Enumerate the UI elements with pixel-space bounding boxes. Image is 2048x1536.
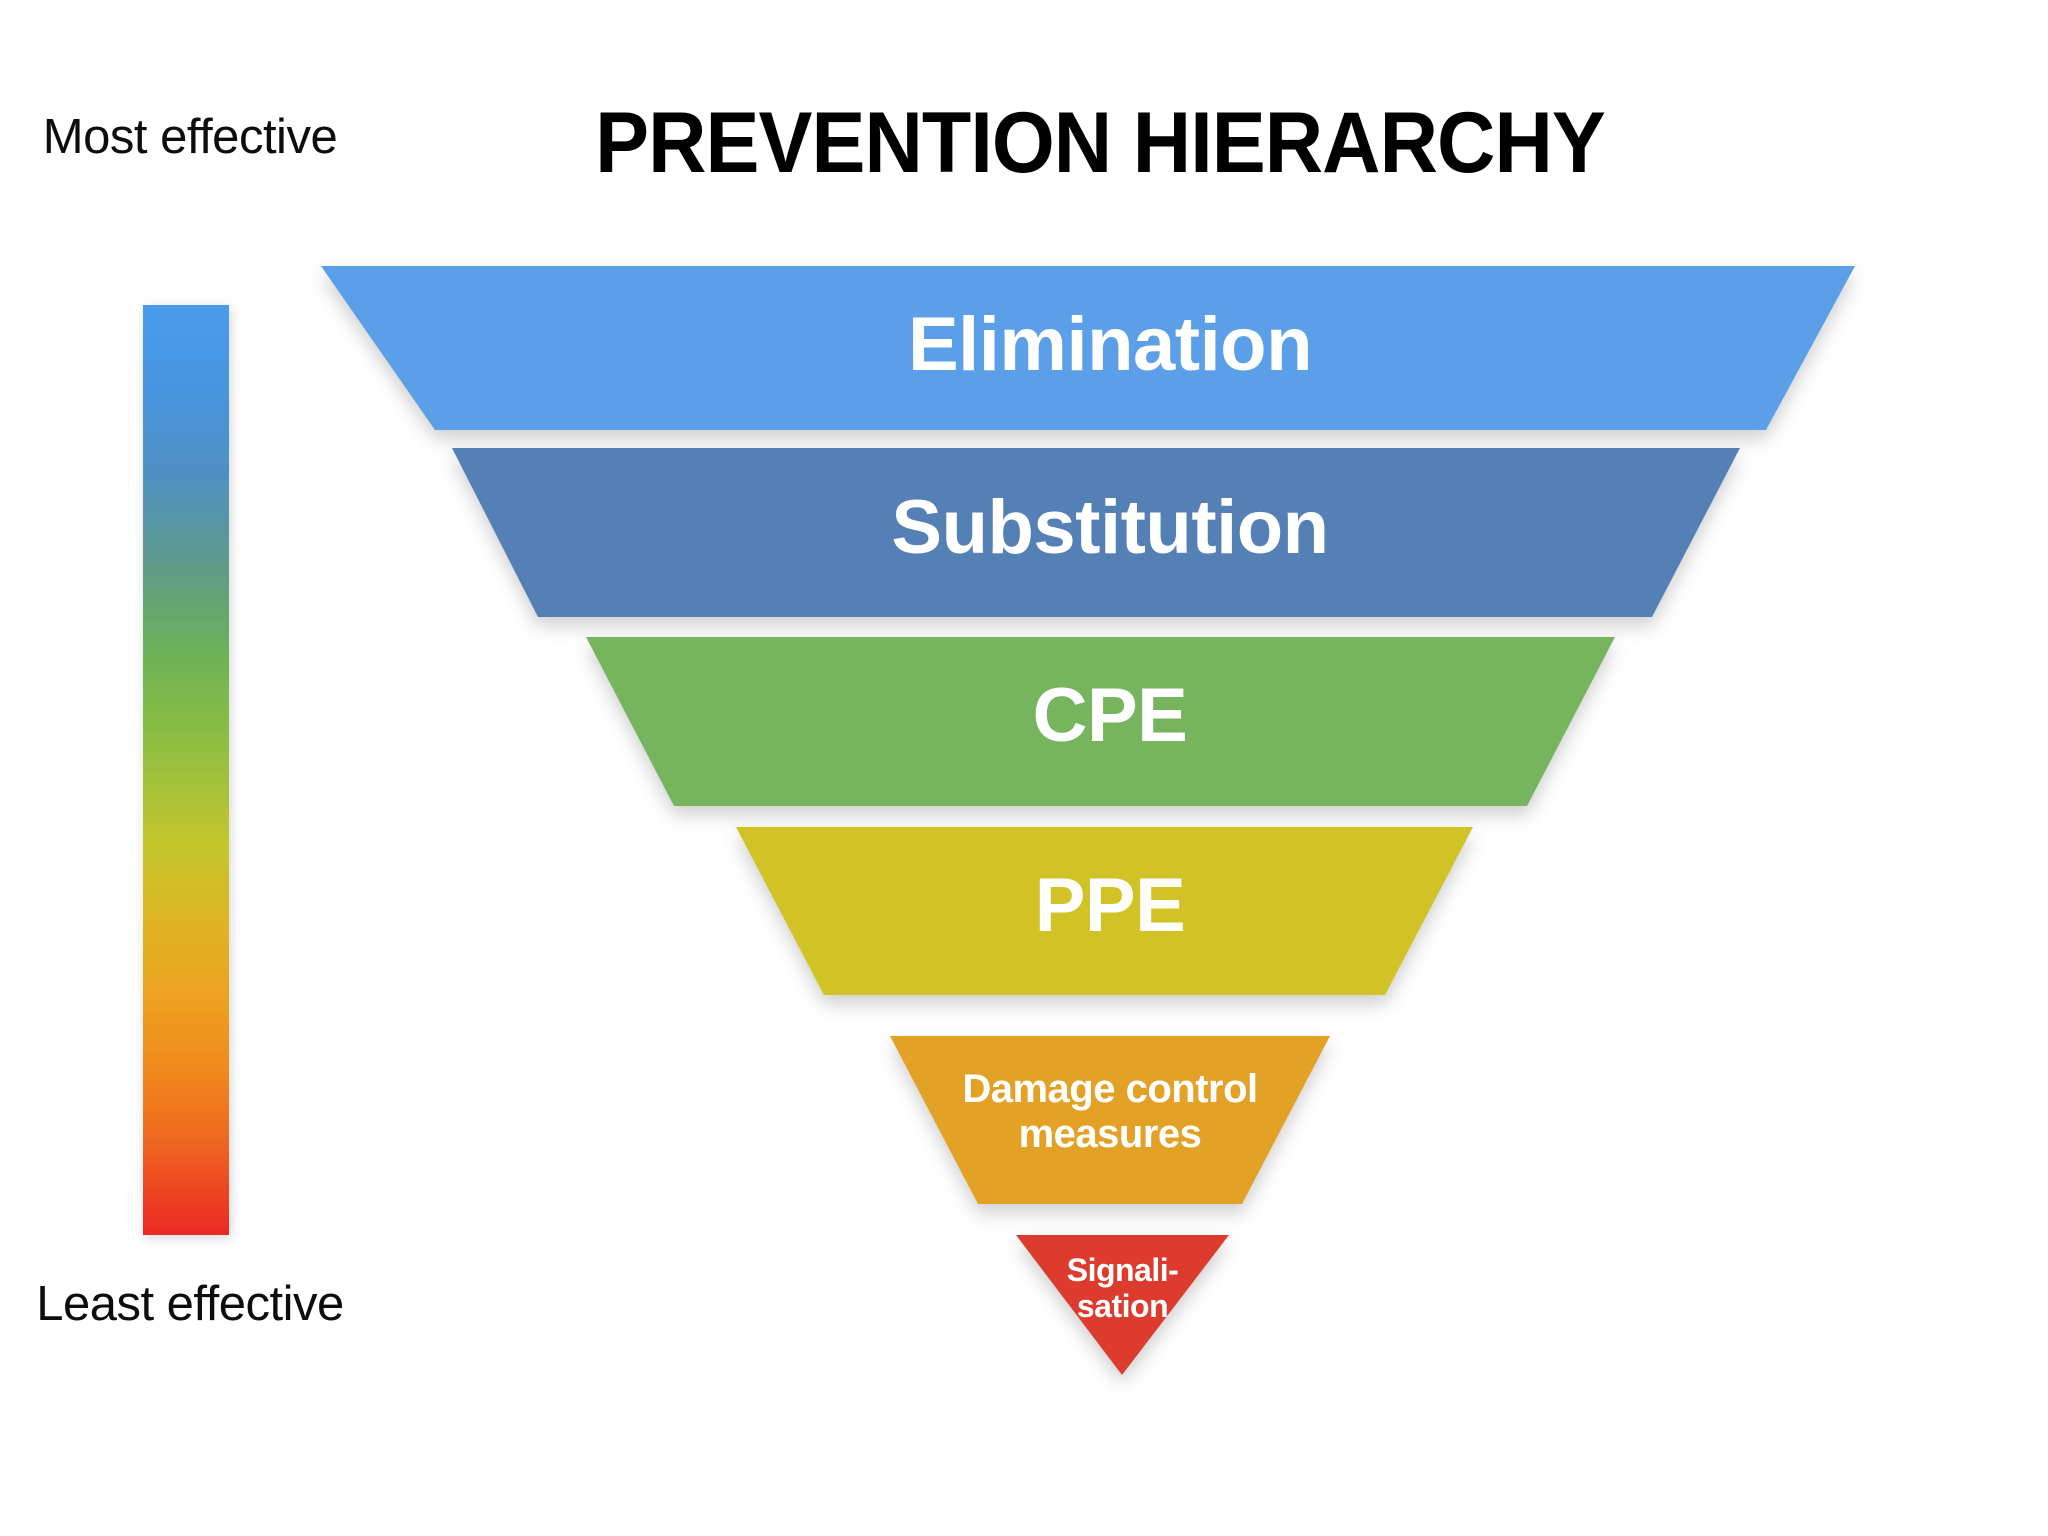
gradient-fill — [143, 305, 229, 1235]
funnel-band-label-damage-control: Damage control measures — [962, 1067, 1258, 1156]
page-title: PREVENTION HIERARCHY — [595, 95, 1606, 191]
funnel-band-label-elimination: Elimination — [907, 302, 1313, 387]
funnel-band-label-ppe: PPE — [1034, 863, 1186, 948]
effectiveness-gradient-bar — [143, 305, 229, 1235]
effectiveness-legend: Most effective Least effective — [0, 110, 380, 1410]
funnel-band-label-cpe: CPE — [1032, 673, 1188, 758]
funnel-band-label-substitution: Substitution — [891, 485, 1329, 570]
legend-most-effective-label: Most effective — [42, 110, 338, 164]
funnel-band-label-signalisation: Signali- sation — [1066, 1252, 1179, 1324]
legend-least-effective-label: Least effective — [36, 1277, 344, 1331]
